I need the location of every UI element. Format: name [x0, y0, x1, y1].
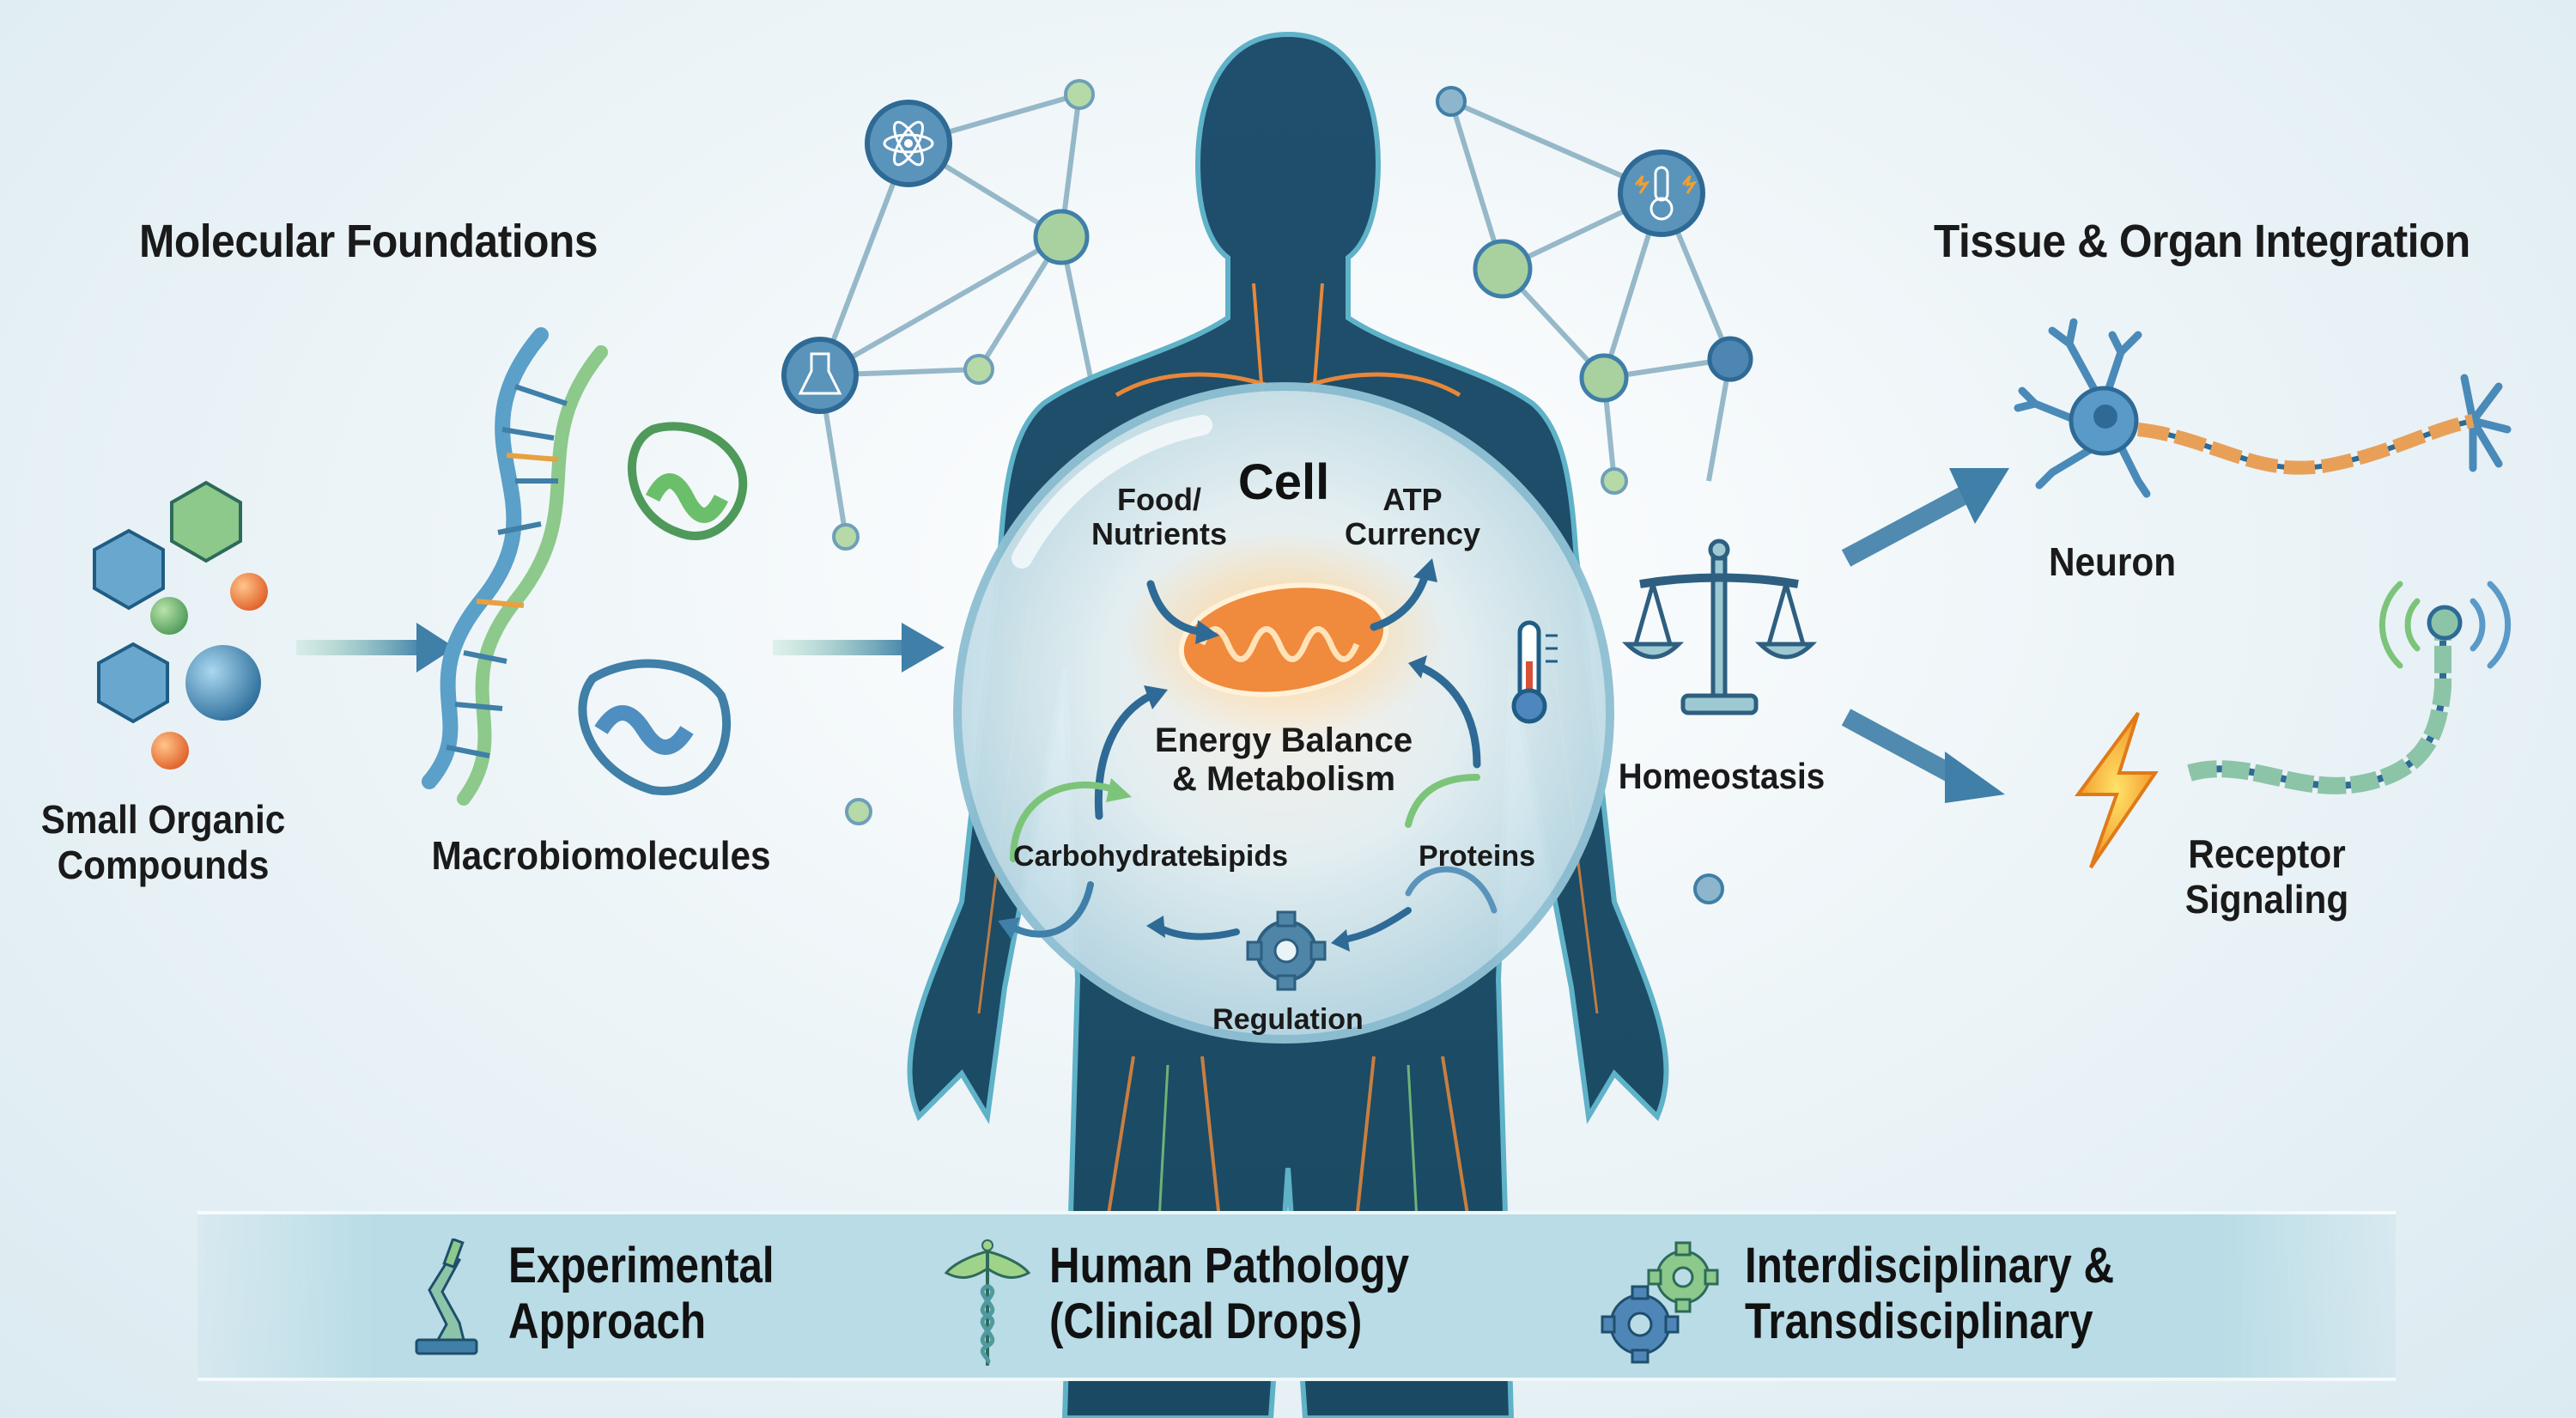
neuron-icon — [2014, 318, 2512, 498]
neuron-label: Neuron — [2048, 539, 2177, 584]
pathology-line1: Human Pathology — [1049, 1238, 1410, 1293]
arrow-to-neuron — [1841, 468, 2009, 567]
atp-line1: ATP — [1382, 482, 1443, 517]
interdisciplinary-line1: Interdisciplinary & — [1745, 1238, 2115, 1293]
receptor-signaling-label: Receptor Signaling — [2172, 831, 2362, 922]
food-nutrients-label: Food/ Nutrients — [1073, 482, 1245, 552]
protein-structure-green-icon — [628, 422, 748, 540]
receptor-signaling-icon — [2187, 581, 2512, 794]
metabolism-cycle-arrows — [998, 558, 1498, 952]
homeostasis-label: Homeostasis — [1618, 756, 1826, 796]
approach-interdisciplinary: Interdisciplinary & Transdisciplinary — [1597, 1238, 2179, 1367]
thermometer-icon — [1511, 620, 1558, 724]
experimental-line2: Approach — [508, 1293, 707, 1349]
carbohydrates-label: Carbohydrates — [1013, 840, 1219, 873]
lipids-label: Lipids — [1201, 840, 1289, 873]
lightning-bolt-icon — [2075, 711, 2159, 869]
small-compounds-line1: Small Organic — [40, 797, 286, 842]
food-line2: Nutrients — [1091, 516, 1227, 552]
approach-human-pathology: Human Pathology (Clinical Drops) — [945, 1238, 1473, 1367]
energy-line2: & Metabolism — [1171, 759, 1396, 798]
pathology-line2: (Clinical Drops) — [1049, 1293, 1363, 1349]
dna-helix-icon — [422, 327, 608, 806]
small-compounds-line2: Compounds — [57, 842, 270, 887]
small-organic-compounds-icon — [93, 480, 268, 770]
regulation-label: Regulation — [1212, 1003, 1364, 1036]
protein-structure-blue-icon — [578, 659, 732, 795]
arrow-to-receptor — [1841, 709, 2005, 803]
atp-line2: Currency — [1344, 516, 1481, 552]
approach-experimental: Experimental Approach — [412, 1238, 821, 1359]
flask-icon — [781, 337, 859, 414]
macrobiomolecules-label: Macrobiomolecules — [431, 833, 771, 878]
tissue-organ-heading: Tissue & Organ Integration — [1934, 216, 2470, 267]
molecular-foundations-heading: Molecular Foundations — [139, 216, 598, 267]
caduceus-icon — [945, 1239, 1030, 1366]
microscope-icon — [415, 1238, 478, 1355]
regulation-gear-icon — [1246, 910, 1327, 991]
approaches-band: Experimental Approach Human Pathology (C… — [197, 1211, 2396, 1381]
energy-balance-label: Energy Balance & Metabolism — [1142, 721, 1425, 799]
atom-icon — [865, 100, 952, 187]
gears-icon — [1601, 1241, 1719, 1364]
receptor-line1: Receptor — [2188, 831, 2346, 876]
food-line1: Food/ — [1117, 482, 1201, 517]
small-organic-compounds-label: Small Organic Compounds — [13, 797, 313, 888]
arrow-to-cell — [773, 623, 945, 672]
interdisciplinary-line2: Transdisciplinary — [1745, 1293, 2093, 1349]
atp-currency-label: ATP Currency — [1327, 482, 1498, 552]
experimental-line1: Experimental — [508, 1238, 775, 1293]
proteins-label: Proteins — [1418, 840, 1536, 873]
balance-scale-icon — [1621, 539, 1818, 715]
energy-line1: Energy Balance — [1154, 721, 1413, 759]
arrow-to-macromolecules — [296, 623, 455, 672]
receptor-line2: Signaling — [2184, 876, 2349, 922]
thermometer-energy-icon — [1618, 149, 1705, 237]
cell-title: Cell — [1237, 454, 1330, 510]
